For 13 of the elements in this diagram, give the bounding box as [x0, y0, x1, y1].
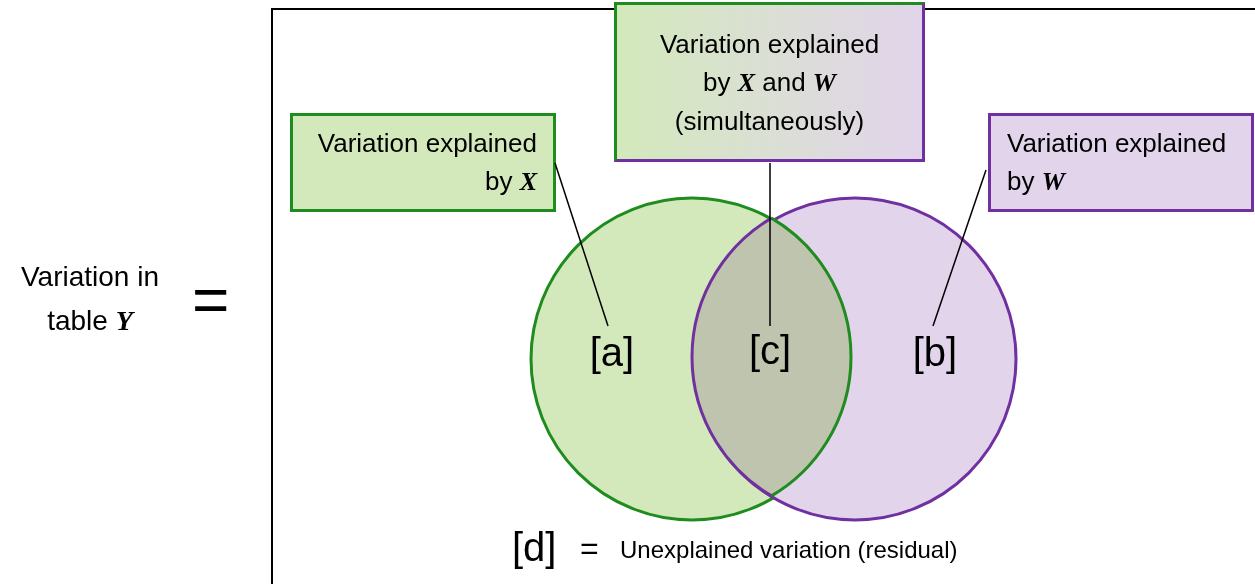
residual-description: Unexplained variation (residual): [620, 535, 958, 565]
equals-sign: =: [192, 268, 230, 332]
equation-label: Variation in table Y: [20, 260, 160, 338]
leader-line: [932, 169, 987, 327]
region-label: [b]: [895, 328, 975, 376]
leader-line: [769, 162, 771, 327]
region-label: [c]: [730, 326, 810, 374]
callout-box: Variation explained by W: [988, 113, 1254, 212]
callout-box: Variation explained by X: [290, 113, 556, 212]
leader-line: [554, 162, 609, 327]
equals-sign: =: [580, 529, 599, 568]
region-label: [a]: [572, 328, 652, 376]
residual-term: [d]: [512, 524, 557, 570]
